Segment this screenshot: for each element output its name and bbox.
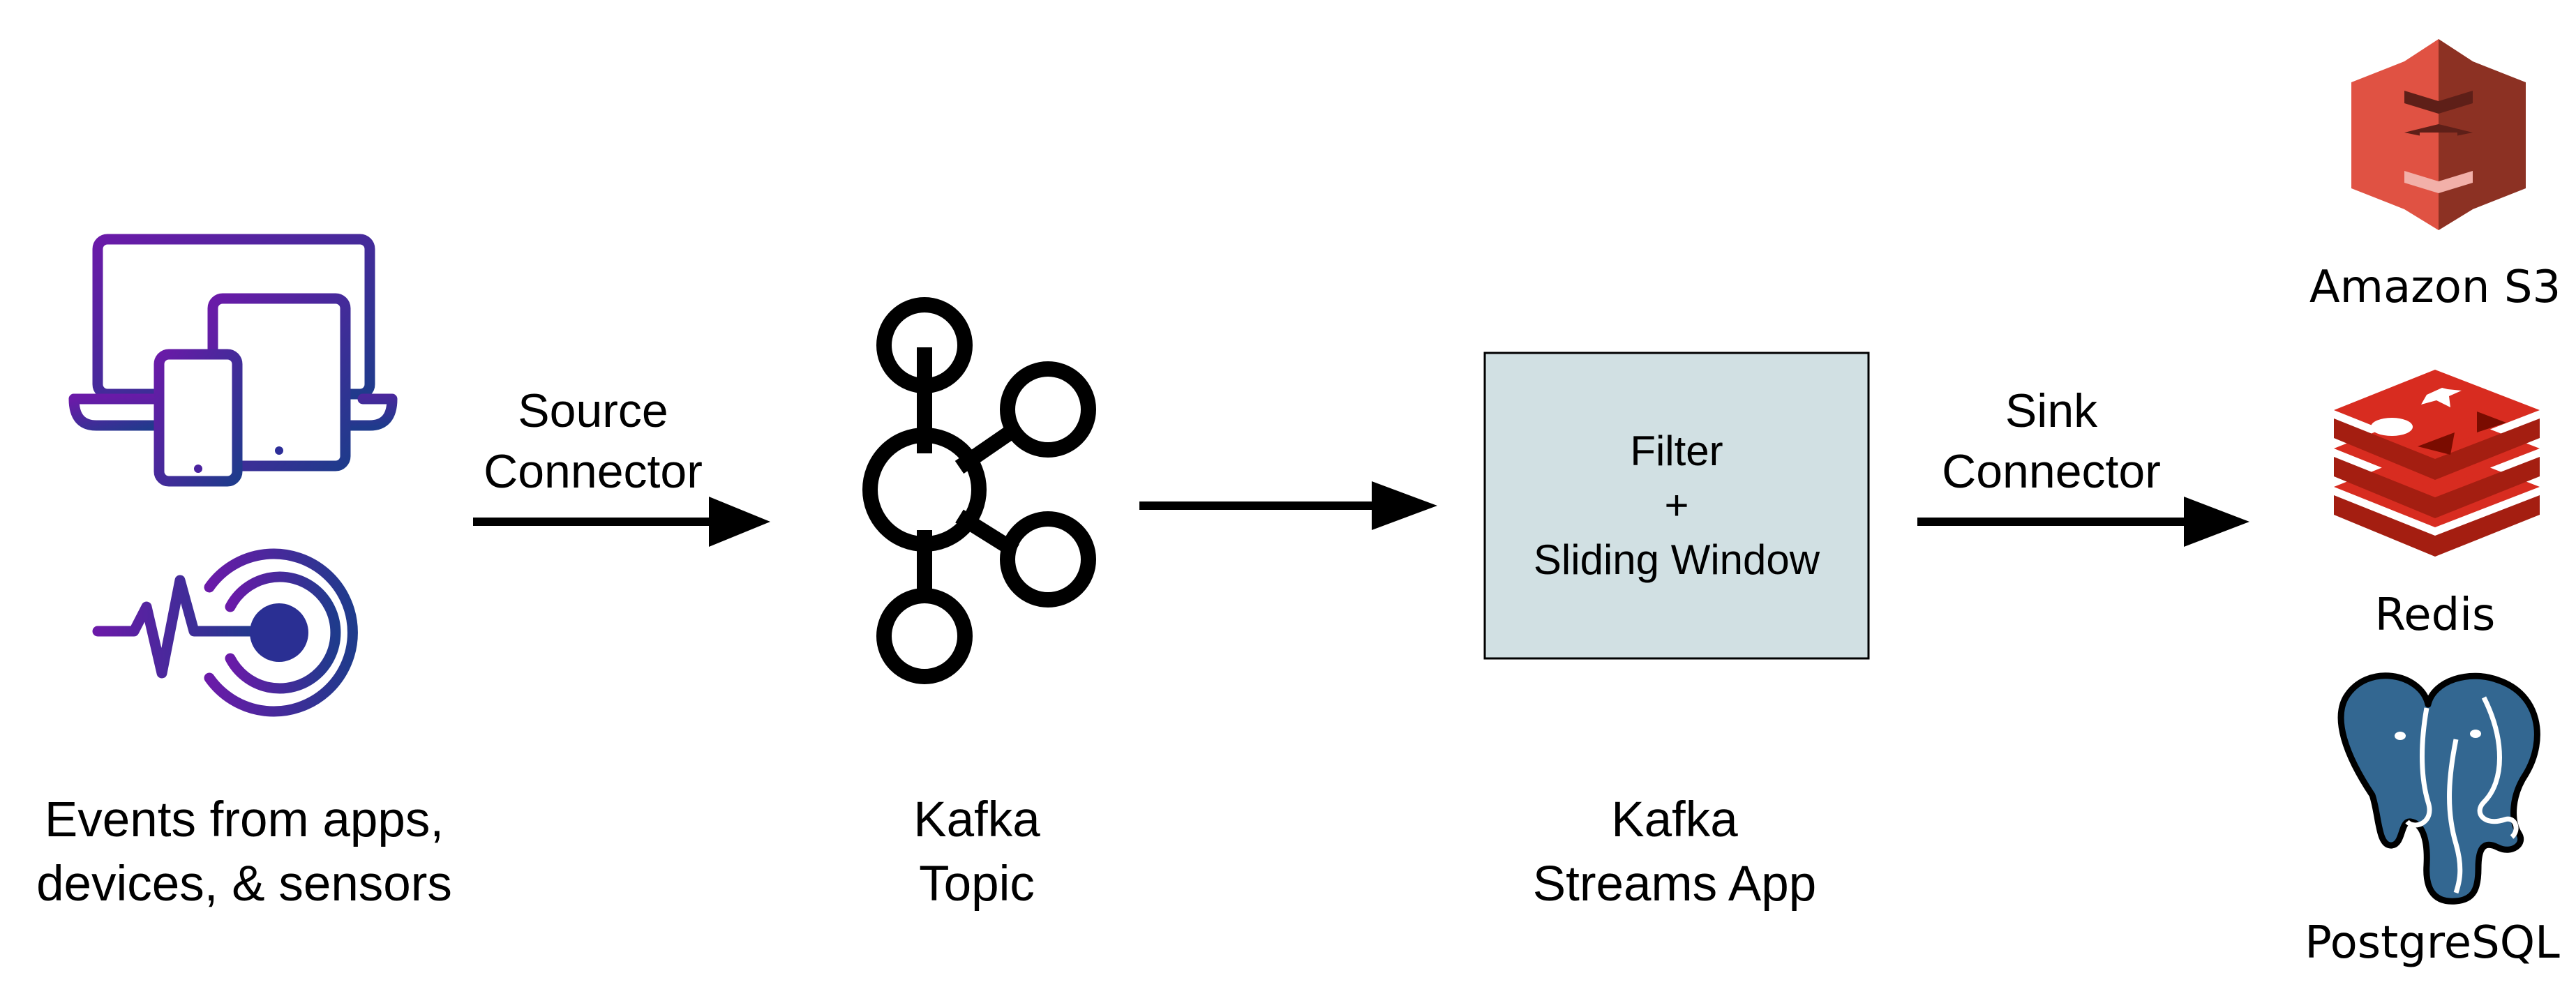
sink-label-amazon-s3: Amazon S3 [2309,262,2561,313]
kafka-topic-caption-line-1: Kafka [913,792,1040,847]
box-text-plus: + [1664,482,1689,529]
sink-label-redis: Redis [2374,589,2496,641]
sources-caption: Events from apps, devices, & sensors [0,788,488,916]
source-connector-label-line-1: Source [518,384,668,437]
streams-app-box [1483,352,1870,660]
redis-icon [2334,370,2540,557]
source-connector-arrow [473,497,770,547]
box-text-filter: Filter [1630,428,1723,474]
source-connector-label: Source Connector [447,381,740,502]
streams-app-caption-line-1: Kafka [1611,792,1738,847]
source-connector-label-line-2: Connector [484,445,703,498]
kafka-topic-caption: Kafka Topic [837,788,1116,916]
sink-connector-label: Sink Connector [1905,381,2198,502]
amazon-s3-icon [2351,39,2526,230]
sources-caption-line-2: devices, & sensors [36,857,452,912]
sources-caption-line-1: Events from apps, [44,792,444,847]
sink-connector-label-line-1: Sink [2005,384,2098,437]
sensor-signal-icon [92,548,358,717]
kafka-topic-caption-line-2: Topic [919,857,1035,912]
devices-icon [68,234,398,487]
box-text-sliding-window: Sliding Window [1533,536,1820,583]
sink-label-postgresql: PostgreSQL [2305,917,2560,969]
streams-app-caption-line-2: Streams App [1532,857,1817,912]
sink-connector-label-line-2: Connector [1942,445,2161,498]
topic-to-app-arrow [1139,481,1437,530]
postgresql-elephant-icon [2337,672,2540,905]
kafka-logo-icon [862,297,1096,684]
streams-app-caption: Kafka Streams App [1465,788,1884,916]
sink-connector-arrow [1917,497,2249,547]
streams-app-box-text: Filter + Sliding Window [1485,424,1869,587]
